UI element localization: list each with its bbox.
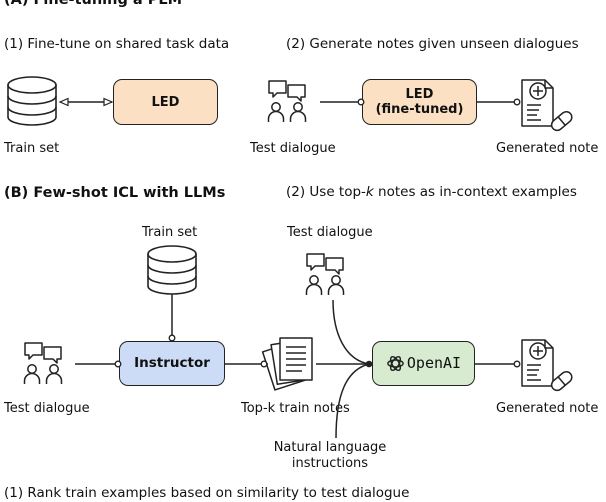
section-b-step2-k: k [365,184,374,200]
section-a-step1: (1) Fine-tune on shared task data [4,36,230,52]
test-dialogue-label-b-left: Test dialogue [4,401,90,416]
section-a-title: (A) Fine-tuning a PLM [4,0,183,8]
led-label: LED [151,94,180,110]
generated-note-label-b: Generated note [496,401,599,416]
nl-instructions-line2: instructions [291,456,369,471]
nl-instructions-label: Natural language instructions [265,440,395,472]
topk-notes-label: Top-k train notes [241,401,350,416]
generated-note-label-a: Generated note [496,141,599,156]
section-b-step1: (1) Rank train examples based on similar… [4,485,410,501]
database-icon-b [147,245,197,295]
openai-label: OpenAI [406,354,462,372]
dialogue-people-icon-a [267,80,307,123]
test-dialogue-label-b-top: Test dialogue [287,225,373,240]
section-a-step2: (2) Generate notes given unseen dialogue… [286,36,579,52]
nl-instructions-line1: Natural language [273,440,387,455]
dialogue-people-icon-b-top [305,253,345,296]
database-icon-a [7,76,57,126]
section-b-step2-post: notes as in-context examples [373,184,577,200]
generated-note-icon-a [521,79,575,134]
led-ft-label-2: (fine-tuned) [375,102,464,117]
train-set-label-b: Train set [142,225,198,240]
led-ft-label-1: LED [405,87,434,102]
openai-logo-icon [387,355,404,372]
section-b-title: (B) Few-shot ICL with LLMs [4,185,226,201]
generated-note-icon-b [521,339,575,394]
test-dialogue-label-a: Test dialogue [250,141,336,156]
instructor-box: Instructor [119,341,225,386]
dialogue-people-icon-b-left [23,342,63,385]
section-b-step2: (2) Use top-k notes as in-context exampl… [286,184,577,200]
openai-box: OpenAI [372,341,475,386]
section-b-step2-pre: (2) Use top- [286,184,366,200]
train-set-label-a: Train set [4,141,60,156]
instructor-label: Instructor [134,355,210,371]
document-stack-icon [261,337,313,391]
led-box: LED [113,79,218,125]
